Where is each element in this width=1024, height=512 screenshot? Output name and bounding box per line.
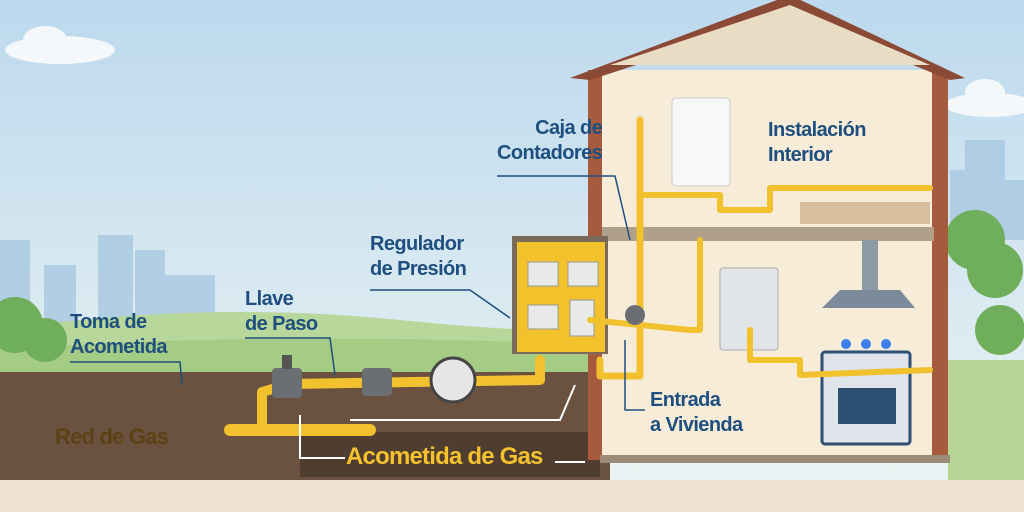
label-line: Toma de (70, 311, 147, 333)
label-red-de-gas: Red de Gas (55, 424, 169, 449)
label-line: a Vivienda (650, 414, 743, 436)
label-line: de Paso (245, 313, 318, 335)
label-line: Caja de (535, 117, 603, 139)
range-hood (822, 290, 915, 308)
label-instalacion-interior: Instalación Interior (768, 118, 866, 168)
label-line: Regulador (370, 233, 464, 255)
clouds (5, 26, 1024, 117)
label-regulador-presion: Regulador de Presión (370, 232, 467, 282)
label-line: Interior (768, 144, 833, 166)
label-line: Entrada (650, 389, 721, 411)
label-caja-contadores: Caja de Contadores (497, 116, 603, 166)
shelf (800, 202, 930, 224)
valve (362, 368, 392, 396)
label-entrada-vivienda: Entrada a Vivienda (650, 388, 743, 438)
shutoff-valve (272, 368, 302, 398)
label-line: Instalación (768, 119, 866, 141)
label-line: Llave (245, 288, 294, 310)
label-line: de Presión (370, 258, 467, 280)
label-acometida-de-gas: Acometida de Gas (346, 443, 543, 470)
label-toma-acometida: Toma de Acometida (70, 310, 167, 360)
label-line: Contadores (497, 142, 603, 164)
water-heater (671, 97, 731, 187)
gas-meter (429, 356, 477, 404)
house (570, 0, 965, 463)
label-llave-paso: Llave de Paso (245, 287, 318, 337)
flow-arrows (299, 384, 585, 463)
leader-lines (70, 175, 645, 411)
label-line: Acometida (70, 336, 167, 358)
